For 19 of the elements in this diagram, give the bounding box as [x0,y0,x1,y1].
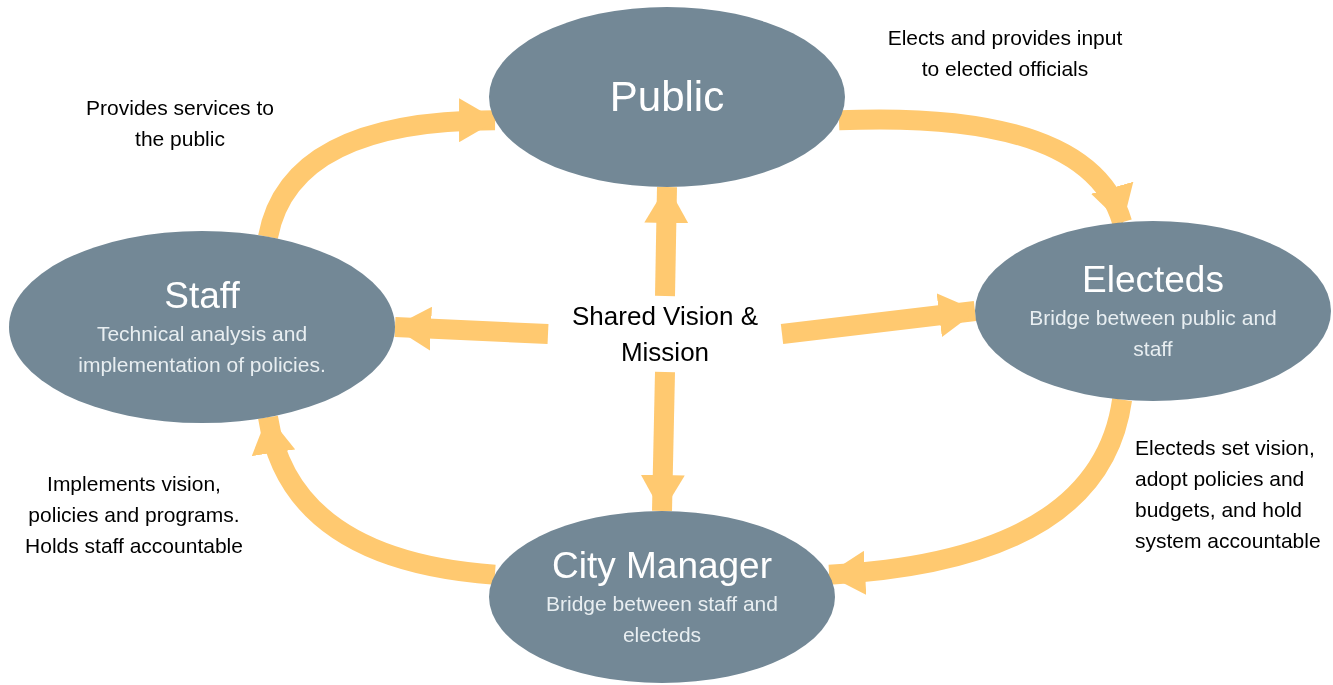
edge-label: Implements vision, policies and programs. Holds staff accountable [24,471,244,559]
role-title: Electeds [1082,258,1224,302]
edge-label: Elects and provides input to elected officials [886,25,1124,82]
arrow [780,293,977,344]
arrow [254,415,496,585]
role-description: Technical analysis and implementation of policies. [77,321,327,378]
role-title: Public [609,72,725,122]
role-description: Bridge between staff and electeds [545,591,779,648]
edge-label: Provides services to the public [85,95,275,152]
arrow [838,109,1132,226]
arrow [640,371,685,513]
center-text: Shared Vision & Mission [571,300,759,369]
role-title: City Manager [552,544,772,588]
role-description: Bridge between public and staff [1028,305,1278,362]
role-title: Staff [164,274,240,318]
arrow [827,397,1132,594]
arrow [644,185,689,297]
edge-label: Electeds set vision, adopt policies and budgets, and hold system accountable [1135,435,1322,554]
arrow [393,306,549,351]
